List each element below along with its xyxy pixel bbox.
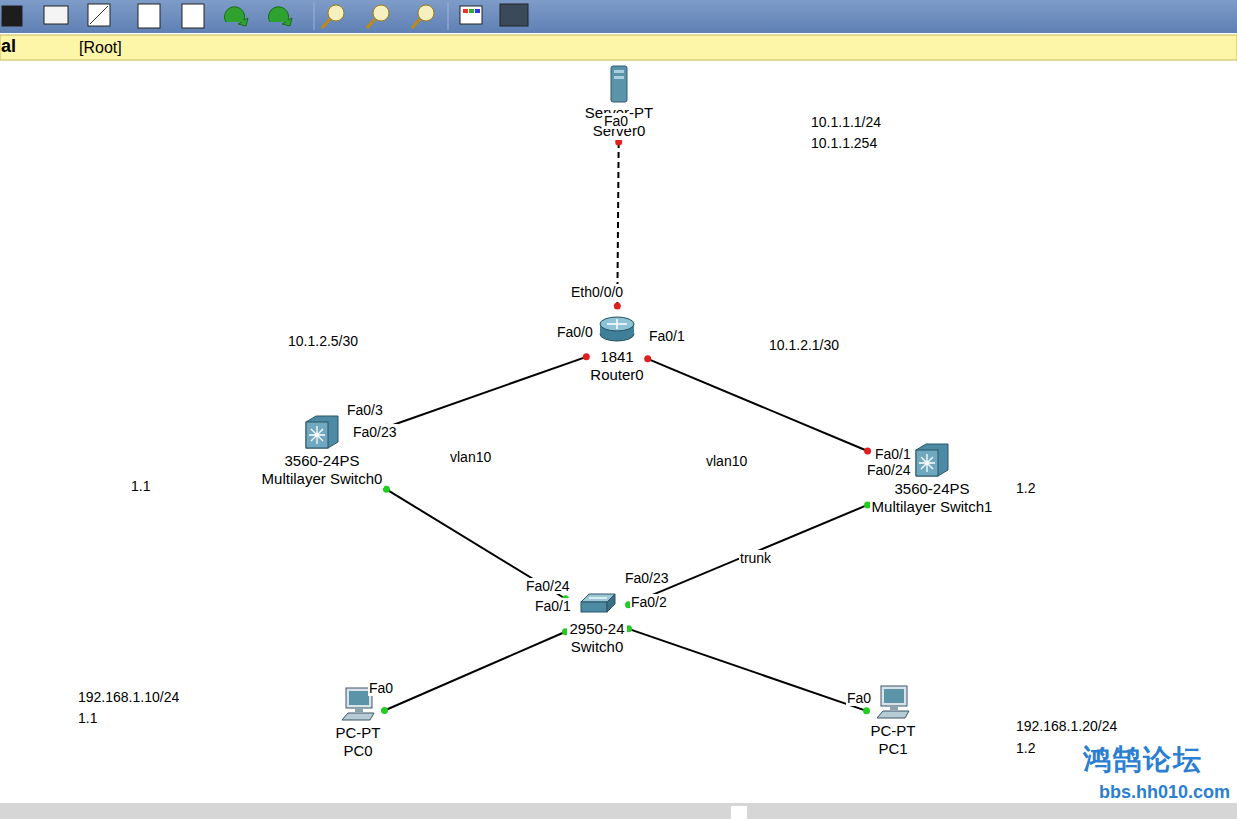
link-group	[383, 353, 590, 430]
port-status-dot	[863, 707, 870, 714]
toolbar-separator	[448, 2, 449, 30]
link-group	[625, 501, 871, 608]
device-label: 1841	[598, 348, 635, 366]
pc-device: PC-PTPC1	[869, 682, 918, 758]
port-label: Fa0/0	[556, 324, 594, 340]
path-bar-text: al	[0, 38, 17, 54]
port-label: Fa0/24	[525, 578, 571, 594]
straight-cable	[386, 357, 586, 427]
device-label: 2950-24	[567, 620, 626, 638]
port-status-dot	[381, 707, 388, 714]
pc-icon	[873, 682, 913, 722]
device-label: 3560-24PS	[282, 452, 361, 470]
mls-icon	[912, 440, 952, 480]
port-label: Fa0/2	[630, 594, 668, 610]
mls-icon	[302, 412, 342, 452]
device-label: Multilayer Switch0	[260, 470, 385, 488]
watermark: 鸿鹄论坛	[1082, 744, 1204, 776]
gateway-address: 10.1.1.254	[810, 135, 878, 151]
link-group	[644, 355, 871, 454]
port-label: Eth0/0/0	[570, 284, 624, 300]
port-label: Fa0/1	[874, 446, 912, 462]
scroll-bar	[0, 803, 1237, 819]
ip-address: 10.1.2.1/30	[768, 337, 840, 353]
gateway-note: 1.1	[77, 710, 98, 726]
trunk-label: trunk	[739, 550, 772, 566]
router-icon	[597, 308, 637, 348]
switch-icon	[577, 580, 617, 620]
device-label: Multilayer Switch1	[870, 498, 995, 516]
straight-cable	[648, 359, 868, 451]
device-label: Router0	[588, 366, 645, 384]
straight-cable	[629, 505, 868, 605]
vlan-label: vlan10	[705, 453, 748, 469]
scroll-thumb	[731, 806, 747, 819]
link-group	[625, 625, 870, 714]
watermark-url: bbs.hh010.com	[1098, 782, 1231, 802]
port-label: Fa0	[846, 690, 872, 706]
port-label: Fa0/24	[866, 462, 912, 478]
toolbar-icons	[2, 4, 528, 28]
server-icon	[599, 64, 639, 104]
vlan-label: vlan10	[449, 449, 492, 465]
ip-address: 10.1.1.1/24	[810, 114, 882, 130]
port-label: Fa0/1	[648, 328, 686, 344]
straight-cable	[629, 629, 867, 711]
toolbar	[0, 0, 1237, 33]
crossover-cable	[617, 142, 618, 306]
device-label: PC-PT	[334, 724, 383, 742]
device-label: PC1	[876, 740, 909, 758]
port-label: Fa0/1	[534, 598, 572, 614]
device-label: PC-PT	[869, 722, 918, 740]
ip-note: 1.1	[130, 478, 151, 494]
port-label: Fa0	[603, 113, 629, 129]
path-bar	[0, 35, 1237, 60]
access-switch: 2950-24Switch0	[567, 580, 626, 656]
path-bar-text: [Root]	[78, 40, 123, 56]
link-group	[381, 628, 569, 714]
port-status-dot	[864, 447, 871, 454]
port-label: Fa0	[368, 680, 394, 696]
gateway-note: 1.2	[1015, 740, 1036, 756]
ip-note: 1.2	[1015, 480, 1036, 496]
port-status-dot	[614, 303, 621, 310]
port-status-dot	[583, 353, 590, 360]
device-label: 3560-24PS	[892, 480, 971, 498]
ip-address: 192.168.1.10/24	[77, 689, 180, 705]
device-label: PC0	[341, 742, 374, 760]
port-label: Fa0/3	[346, 402, 384, 418]
port-label: Fa0/23	[352, 424, 398, 440]
port-status-dot	[644, 355, 651, 362]
ip-address: 192.168.1.20/24	[1015, 718, 1118, 734]
device-label: Switch0	[569, 638, 626, 656]
toolbar-separator	[314, 2, 315, 30]
router-device: 1841Router0	[588, 308, 645, 384]
ip-address: 10.1.2.5/30	[287, 333, 359, 349]
port-label: Fa0/23	[624, 570, 670, 586]
straight-cable	[385, 632, 566, 711]
